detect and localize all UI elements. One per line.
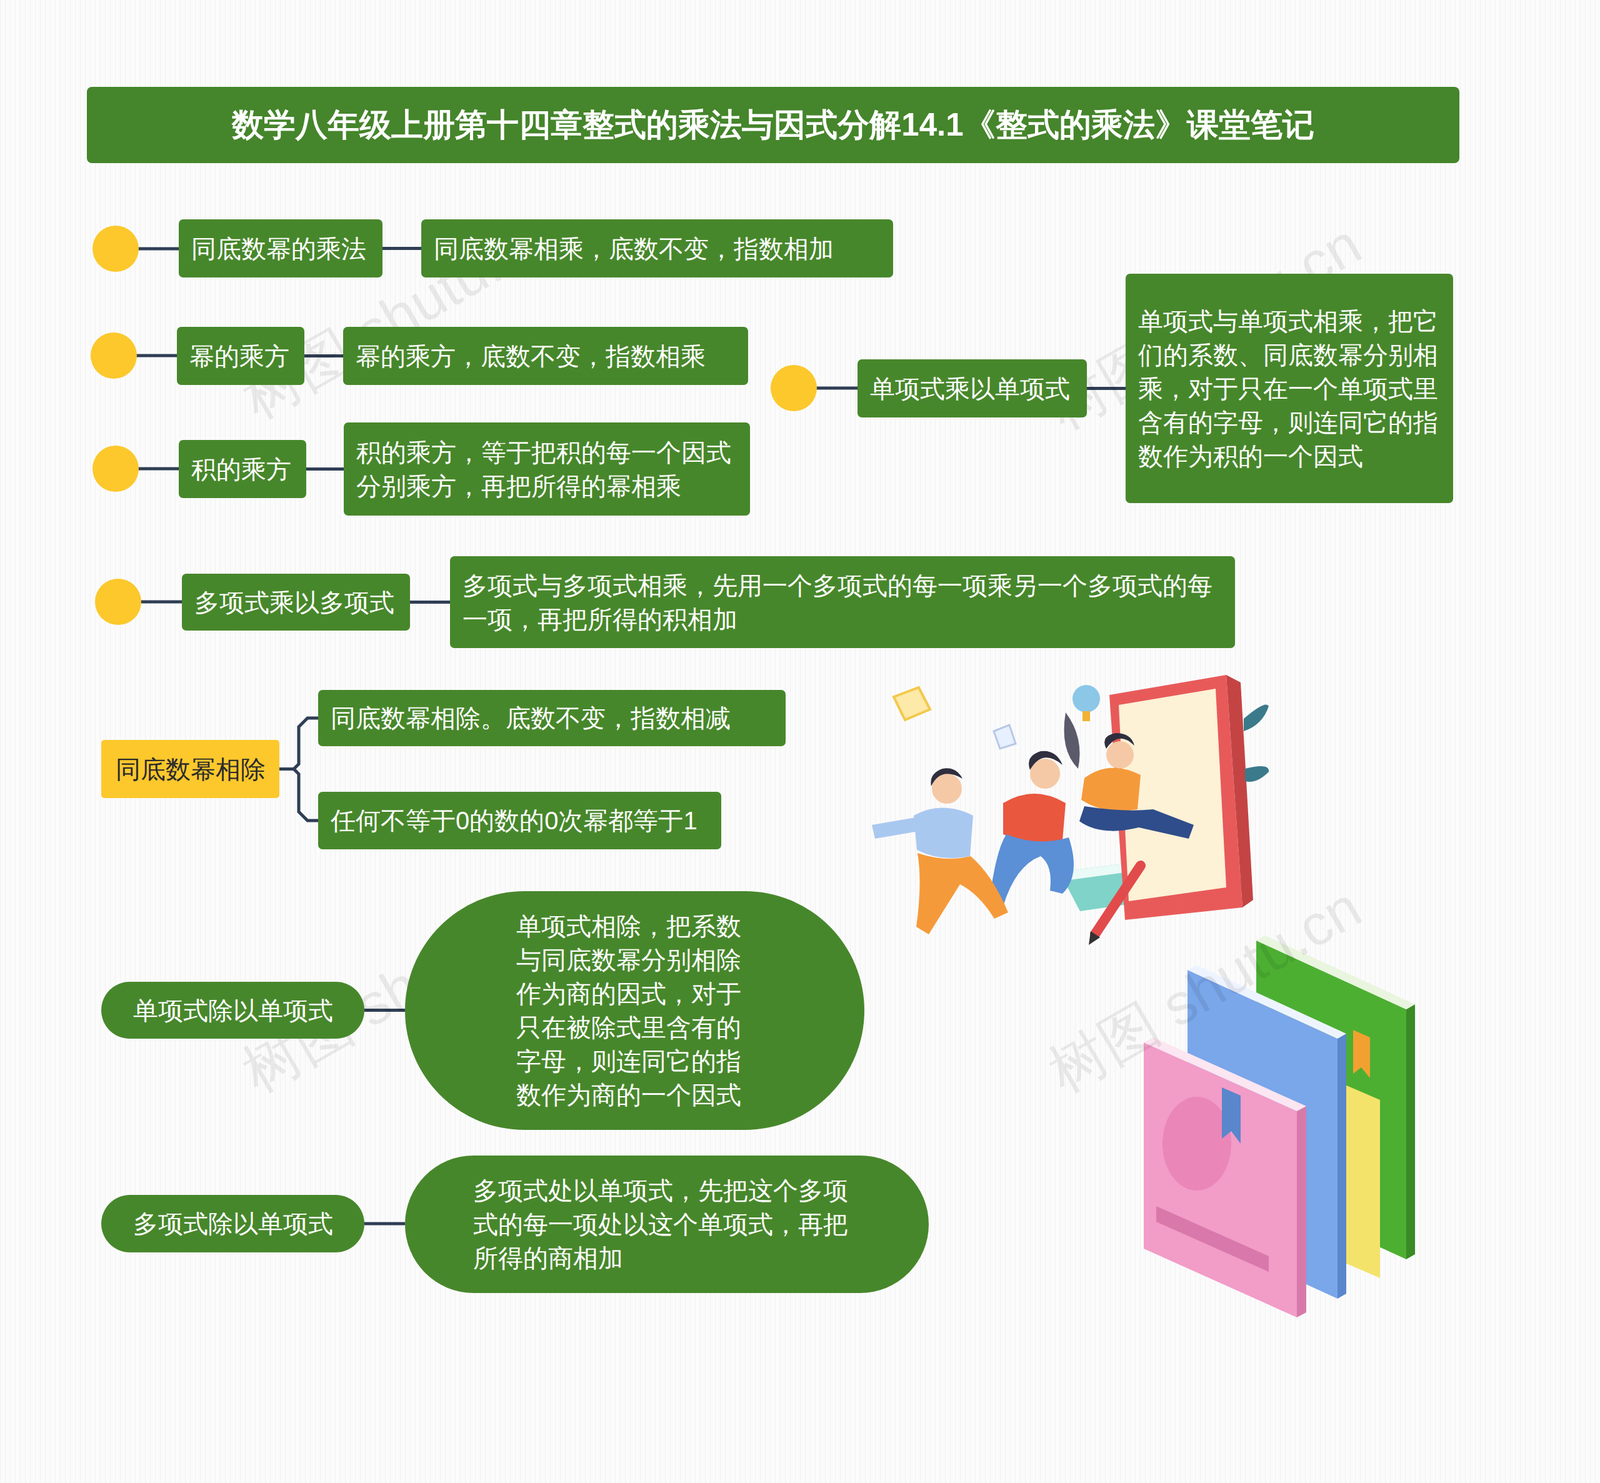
watermark: 树图 shutu.cn	[1034, 869, 1375, 1111]
node-text: 同底数幂的乘法	[191, 231, 367, 266]
connector	[410, 600, 450, 604]
node-text: 同底数幂相乘，底数不变，指数相加	[433, 231, 834, 266]
note-box: 同底数幂相除。底数不变，指数相减	[318, 690, 786, 747]
title-text: 数学八年级上册第十四章整式的乘法与因式分解14.1《整式的乘法》课堂笔记	[231, 103, 1314, 147]
node-text: 单项式相除，把系数与同底数幂分别相除作为商的因式，对于只在被除式里含有的字母，则…	[516, 909, 754, 1112]
node-text: 幂的乘方，底数不变，指数相乘	[355, 339, 706, 374]
pill-box: 多项式处以单项式，先把这个多项式的每一项处以这个单项式，再把所得的商相加	[405, 1155, 929, 1294]
note-box: 幂的乘方，底数不变，指数相乘	[343, 326, 749, 385]
node-text: 任何不等于0的数的0次幂都等于1	[330, 803, 698, 838]
connector	[279, 718, 319, 770]
connector	[306, 467, 344, 471]
pill-box: 单项式除以单项式	[101, 981, 365, 1039]
note-box: 多项式乘以多项式	[181, 573, 410, 631]
note-box: 单项式与单项式相乘，把它们的系数、同底数幂分别相乘，对于只在一个单项式里含有的字…	[1125, 273, 1454, 504]
connector	[364, 1222, 405, 1226]
node-text: 多项式除以单项式	[133, 1206, 334, 1241]
note-box: 同底数幂的乘法	[178, 219, 383, 278]
title-bar: 数学八年级上册第十四章整式的乘法与因式分解14.1《整式的乘法》课堂笔记	[86, 86, 1460, 164]
node-text: 单项式与单项式相乘，把它们的系数、同底数幂分别相乘，对于只在一个单项式里含有的字…	[1138, 304, 1441, 474]
illustration-readers	[871, 675, 1269, 945]
node-text: 多项式乘以多项式	[194, 585, 395, 620]
note-box: 幂的乘方	[176, 326, 305, 385]
note-box: 多项式与多项式相乘，先用一个多项式的每一项乘另一个多项式的每一项，再把所得的积相…	[450, 556, 1235, 649]
node-text: 多项式处以单项式，先把这个多项式的每一项处以这个单项式，再把所得的商相加	[473, 1173, 861, 1275]
note-box: 同底数幂相乘，底数不变，指数相加	[421, 219, 894, 278]
note-box: 积的乘方，等于把积的每一个因式分别乘方，再把所得的幂相乘	[343, 422, 750, 516]
node-text: 幂的乘方	[189, 339, 290, 374]
pill-box: 单项式相除，把系数与同底数幂分别相除作为商的因式，对于只在被除式里含有的字母，则…	[405, 891, 865, 1130]
note-box: 积的乘方	[178, 440, 307, 499]
connector	[279, 769, 319, 822]
node-text: 单项式乘以单项式	[870, 371, 1070, 406]
node-text: 同底数幂相除	[115, 752, 266, 787]
node-text: 单项式除以单项式	[133, 993, 334, 1028]
pill-box: 多项式除以单项式	[101, 1195, 365, 1253]
node-text: 积的乘方	[191, 452, 292, 487]
note-box: 单项式乘以单项式	[857, 359, 1087, 418]
node-text: 多项式与多项式相乘，先用一个多项式的每一项乘另一个多项式的每一项，再把所得的积相…	[462, 568, 1223, 637]
node-text: 同底数幂相除。底数不变，指数相减	[330, 701, 731, 735]
connector	[382, 246, 422, 250]
topic-box: 同底数幂相除	[101, 740, 280, 799]
note-box: 任何不等于0的数的0次幂都等于1	[318, 791, 722, 850]
node-text: 积的乘方，等于把积的每一个因式分别乘方，再把所得的幂相乘	[356, 435, 738, 504]
